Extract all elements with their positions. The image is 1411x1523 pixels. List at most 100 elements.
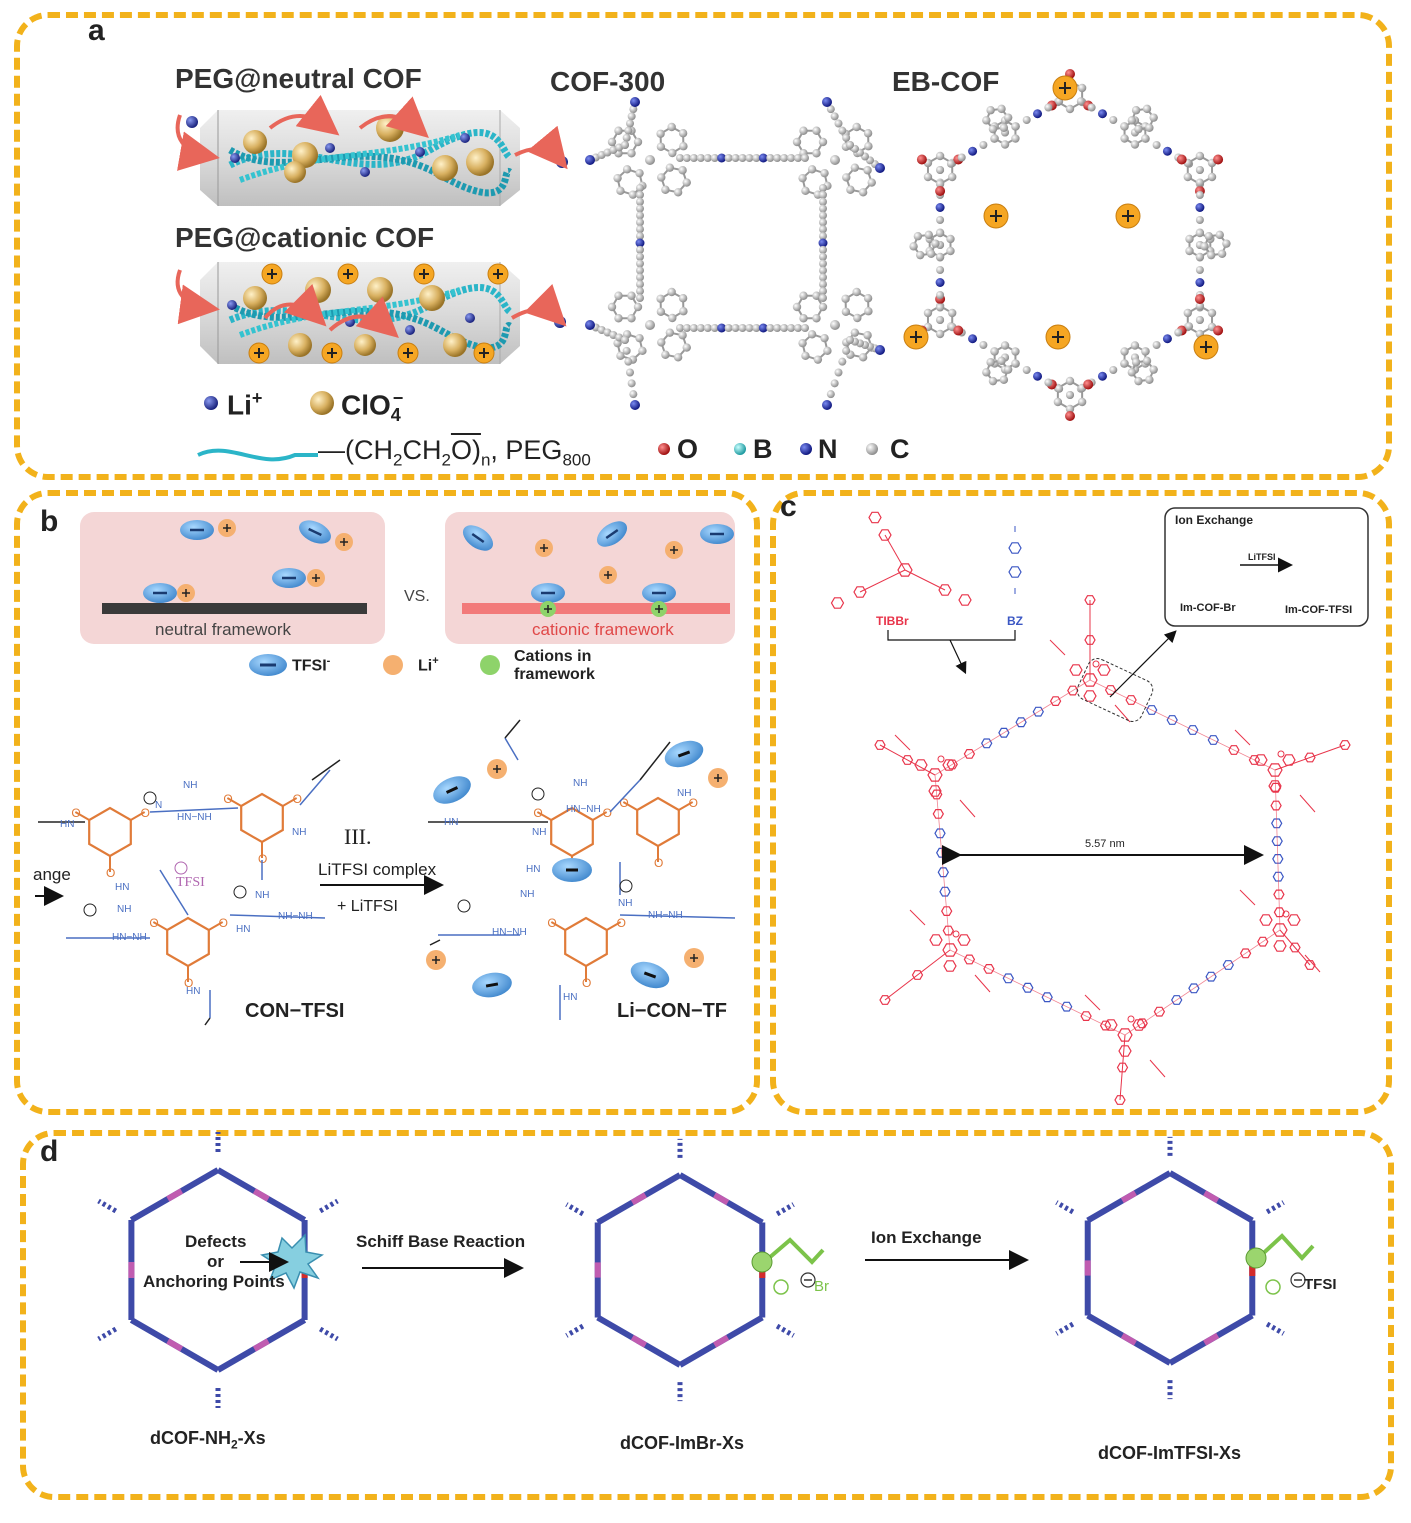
tfsi-ion-icon (630, 961, 670, 989)
panel-d-frame (20, 1130, 1394, 1500)
svg-text:NH: NH (117, 904, 131, 915)
tfsi-charge-icon (174, 861, 188, 875)
svg-text:O: O (603, 806, 612, 820)
hex-extension (97, 1326, 118, 1342)
benzene-ring-icon (938, 584, 952, 596)
ring-icon (240, 792, 284, 844)
ring-icon (88, 806, 132, 858)
benzene-ring-icon (1248, 755, 1261, 765)
hex-extension (1055, 1200, 1075, 1215)
benzene-ring-icon (1117, 1028, 1133, 1042)
panel-b-frame (14, 490, 760, 1115)
benzene-ring-icon (853, 586, 867, 598)
cation-charge-icon (143, 791, 157, 805)
highlight-box (1076, 658, 1154, 722)
atom-o-label: O (677, 434, 699, 464)
benzene-ring-icon (1239, 948, 1252, 959)
svg-text:NH: NH (532, 827, 546, 838)
charge-icon (1092, 660, 1100, 668)
peg-chain-legend-icon (197, 448, 318, 462)
svg-text:HN: HN (236, 924, 250, 935)
dcof-nh2-name: dCOF-NH2-Xs (150, 1428, 266, 1452)
defects-label-line2: or (207, 1252, 224, 1271)
benzene-ring-icon (1271, 818, 1283, 829)
clo4-legend-icon (310, 391, 334, 415)
cation-charge-icon (531, 787, 545, 801)
benzene-ring-icon (1125, 695, 1137, 705)
atom-c-label: C (890, 434, 910, 464)
defects-label-line3: Anchoring Points (143, 1272, 285, 1291)
benzene-ring-icon (1187, 725, 1199, 735)
svg-text:NH−NH: NH−NH (278, 911, 313, 922)
benzene-ring-icon (1271, 836, 1283, 847)
hex-linker (1120, 1332, 1137, 1346)
svg-text:NH: NH (183, 780, 197, 791)
dcof-imbr-name: dCOF-ImBr-Xs (620, 1433, 745, 1453)
schiff-base-label: Schiff Base Reaction (356, 1232, 526, 1251)
inset-pointer-arrow (1109, 630, 1177, 698)
cation-charge-icon (619, 879, 633, 893)
benzene-ring-icon (1080, 1011, 1092, 1022)
reactant-bracket (887, 630, 1016, 641)
peg-neutral-cof-title: PEG@neutral COF (175, 63, 422, 94)
tfsi-ion-icon (462, 525, 494, 551)
svg-text:NH: NH (255, 890, 269, 901)
benzene-ring-icon (1188, 983, 1200, 994)
step-roman-label: III. (344, 824, 372, 849)
charge-icon (952, 930, 960, 938)
imidazolium-arm-tfsi (1245, 1233, 1315, 1295)
svg-text:N: N (155, 800, 162, 811)
cation-charge-icon (457, 899, 471, 913)
cations-legend-line1: Cations in (514, 648, 592, 665)
tfsi-ion-icon (143, 583, 177, 603)
svg-text:HN−NH: HN−NH (112, 932, 147, 943)
svg-text:O: O (617, 916, 626, 930)
svg-text:O: O (689, 796, 698, 810)
cations-legend-line2: framework (514, 666, 595, 683)
tfsi-ion-icon (472, 972, 512, 998)
panel-d-label: d (40, 1135, 59, 1168)
benzene-ring-icon (911, 970, 924, 980)
hex-extension (775, 1202, 795, 1217)
benzene-ring-icon (874, 740, 886, 750)
svg-text:O: O (533, 806, 542, 820)
eb-cof-structure (903, 69, 1231, 421)
ion-exchange-inset-title: Ion Exchange (1175, 513, 1254, 527)
benzene-ring-icon (1082, 673, 1098, 687)
plus-litfsi-label: + LiTFSI (337, 898, 398, 915)
bz-label: BZ (1007, 614, 1023, 628)
litfsi-inset-label: LiTFSI (1248, 552, 1276, 562)
panel-a-frame (14, 12, 1392, 480)
svg-text:O: O (258, 852, 267, 866)
ring-icon (564, 916, 608, 968)
hex-linker (713, 1334, 730, 1348)
svg-text:NH−NH: NH−NH (648, 910, 683, 921)
neutral-cof-tube (175, 94, 568, 206)
benzene-ring-icon (1097, 664, 1111, 676)
benzene-ring-icon (1002, 973, 1014, 984)
benzene-ring-icon (1146, 705, 1158, 715)
benzene-ring-icon (981, 738, 993, 749)
benzene-ring-icon (1022, 982, 1034, 993)
li-legend-icon (383, 655, 403, 675)
benzene-ring-icon (1205, 971, 1217, 982)
benzene-ring-icon (1222, 960, 1234, 970)
bromide-charge-icon (800, 1272, 816, 1288)
benzene-ring-icon (1270, 800, 1282, 811)
benzene-ring-icon (1273, 907, 1286, 918)
imidazolium-arm-br (751, 1237, 825, 1295)
im-cof-br-label: Im-COF-Br (1180, 602, 1236, 614)
li-legend-label: Li+ (227, 388, 263, 421)
cationic-cof-plus-badges (248, 263, 509, 364)
benzene-ring-icon (942, 925, 954, 936)
ange-label: ange (33, 865, 71, 884)
svg-text:O: O (619, 796, 628, 810)
benzene-ring-icon (1304, 960, 1316, 970)
cationic-framework-label: cationic framework (532, 620, 674, 639)
ring-icon (550, 806, 594, 858)
svg-text:O: O (184, 976, 193, 990)
boron-atom-legend-icon (734, 443, 746, 455)
tibbr-label: TIBBr (876, 614, 909, 628)
hex-linker (630, 1192, 647, 1206)
benzene-ring-icon (1289, 942, 1301, 953)
